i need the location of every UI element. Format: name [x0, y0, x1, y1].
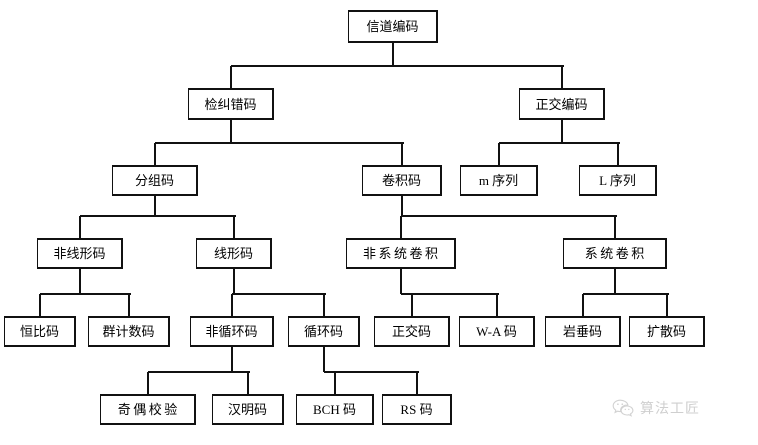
- node-label: 非线形码: [53, 246, 106, 261]
- node-label: 循环码: [303, 324, 343, 339]
- connector-drop-n21: [334, 372, 336, 394]
- connector-stem-n2: [561, 120, 563, 143]
- connector-stem-n9: [400, 269, 402, 294]
- node-label: L 序列: [599, 173, 636, 188]
- connector-drop-n11: [39, 294, 41, 316]
- connector-drop-n4: [401, 143, 403, 165]
- node-label: 正交码: [391, 324, 431, 339]
- connector-drop-n16: [496, 294, 498, 316]
- connector-stem-n8: [233, 269, 235, 294]
- node-label: BCH 码: [313, 402, 356, 417]
- node-label: 扩散码: [646, 324, 686, 339]
- connector-bus-n10: [583, 293, 669, 295]
- node-n3[interactable]: 分组码: [112, 165, 198, 196]
- connector-drop-n6: [617, 143, 619, 165]
- node-n19[interactable]: 奇偶校验: [100, 394, 196, 425]
- connector-bus-n8: [232, 293, 326, 295]
- connector-stem-n3: [154, 196, 156, 216]
- node-label: 检纠错码: [204, 96, 257, 112]
- node-n17[interactable]: 岩垂码: [545, 316, 621, 347]
- node-n15[interactable]: 正交码: [374, 316, 450, 347]
- connector-drop-n14: [323, 294, 325, 316]
- node-n21[interactable]: BCH 码: [296, 394, 374, 425]
- connector-bus-n0: [231, 65, 564, 67]
- wechat-icon: [612, 399, 634, 417]
- connector-bus-n13: [148, 371, 250, 373]
- node-label: m 序列: [478, 173, 519, 188]
- node-n0[interactable]: 信道编码: [348, 10, 438, 43]
- node-label: 线形码: [213, 246, 253, 261]
- node-label: 汉明码: [227, 402, 267, 417]
- node-n18[interactable]: 扩散码: [629, 316, 705, 347]
- connector-drop-n13: [231, 294, 233, 316]
- node-label: 群计数码: [102, 324, 155, 339]
- node-label: 信道编码: [366, 19, 419, 34]
- node-label: 分组码: [134, 173, 174, 188]
- connector-drop-n3: [154, 143, 156, 165]
- node-label: 恒比码: [19, 324, 59, 339]
- node-label: 系统卷积: [584, 246, 647, 261]
- connector-drop-n12: [128, 294, 130, 316]
- node-n14[interactable]: 循环码: [288, 316, 360, 347]
- connector-bus-n14: [324, 371, 419, 373]
- connector-stem-n13: [231, 347, 233, 372]
- connector-stem-n10: [614, 269, 616, 294]
- connector-drop-n10: [614, 216, 616, 238]
- connector-stem-n4: [401, 196, 403, 216]
- connector-drop-n22: [416, 372, 418, 394]
- node-n13[interactable]: 非循环码: [190, 316, 274, 347]
- connector-bus-n9: [401, 293, 499, 295]
- connector-drop-n9: [400, 216, 402, 238]
- node-label: 非系统卷积: [362, 246, 441, 261]
- connector-drop-n17: [582, 294, 584, 316]
- node-n6[interactable]: L 序列: [579, 165, 657, 196]
- node-n9[interactable]: 非系统卷积: [346, 238, 456, 269]
- node-n1[interactable]: 检纠错码: [188, 88, 274, 120]
- connector-stem-n1: [230, 120, 232, 143]
- connector-bus-n7: [40, 293, 131, 295]
- node-label: 正交编码: [535, 96, 588, 112]
- node-n16[interactable]: W-A 码: [459, 316, 535, 347]
- connector-stem-n0: [392, 43, 394, 66]
- node-label: 非循环码: [205, 324, 258, 339]
- node-n7[interactable]: 非线形码: [37, 238, 123, 269]
- node-n12[interactable]: 群计数码: [88, 316, 170, 347]
- connector-drop-n7: [79, 216, 81, 238]
- connector-drop-n1: [230, 66, 232, 88]
- connector-stem-n7: [79, 269, 81, 294]
- connector-drop-n19: [147, 372, 149, 394]
- node-label: 奇偶校验: [117, 402, 180, 417]
- connector-stem-n14: [323, 347, 325, 372]
- connector-drop-n18: [666, 294, 668, 316]
- watermark-text: 算法工匠: [640, 400, 700, 416]
- node-n20[interactable]: 汉明码: [212, 394, 284, 425]
- node-n8[interactable]: 线形码: [196, 238, 272, 269]
- node-label: 岩垂码: [562, 324, 602, 339]
- connector-drop-n15: [411, 294, 413, 316]
- node-n22[interactable]: RS 码: [382, 394, 452, 425]
- connector-drop-n20: [247, 372, 249, 394]
- node-n2[interactable]: 正交编码: [519, 88, 605, 120]
- connector-bus-n4: [401, 215, 617, 217]
- connector-drop-n8: [233, 216, 235, 238]
- watermark: 算法工匠: [612, 398, 700, 418]
- node-n11[interactable]: 恒比码: [4, 316, 76, 347]
- connector-bus-n3: [80, 215, 236, 217]
- connector-bus-n1: [155, 142, 404, 144]
- connector-bus-n2: [499, 142, 620, 144]
- node-n5[interactable]: m 序列: [460, 165, 538, 196]
- node-label: RS 码: [400, 402, 433, 417]
- connector-drop-n5: [498, 143, 500, 165]
- node-label: 卷积码: [381, 173, 421, 188]
- connector-drop-n2: [561, 66, 563, 88]
- node-n10[interactable]: 系统卷积: [563, 238, 667, 269]
- node-label: W-A 码: [476, 324, 517, 339]
- node-n4[interactable]: 卷积码: [362, 165, 442, 196]
